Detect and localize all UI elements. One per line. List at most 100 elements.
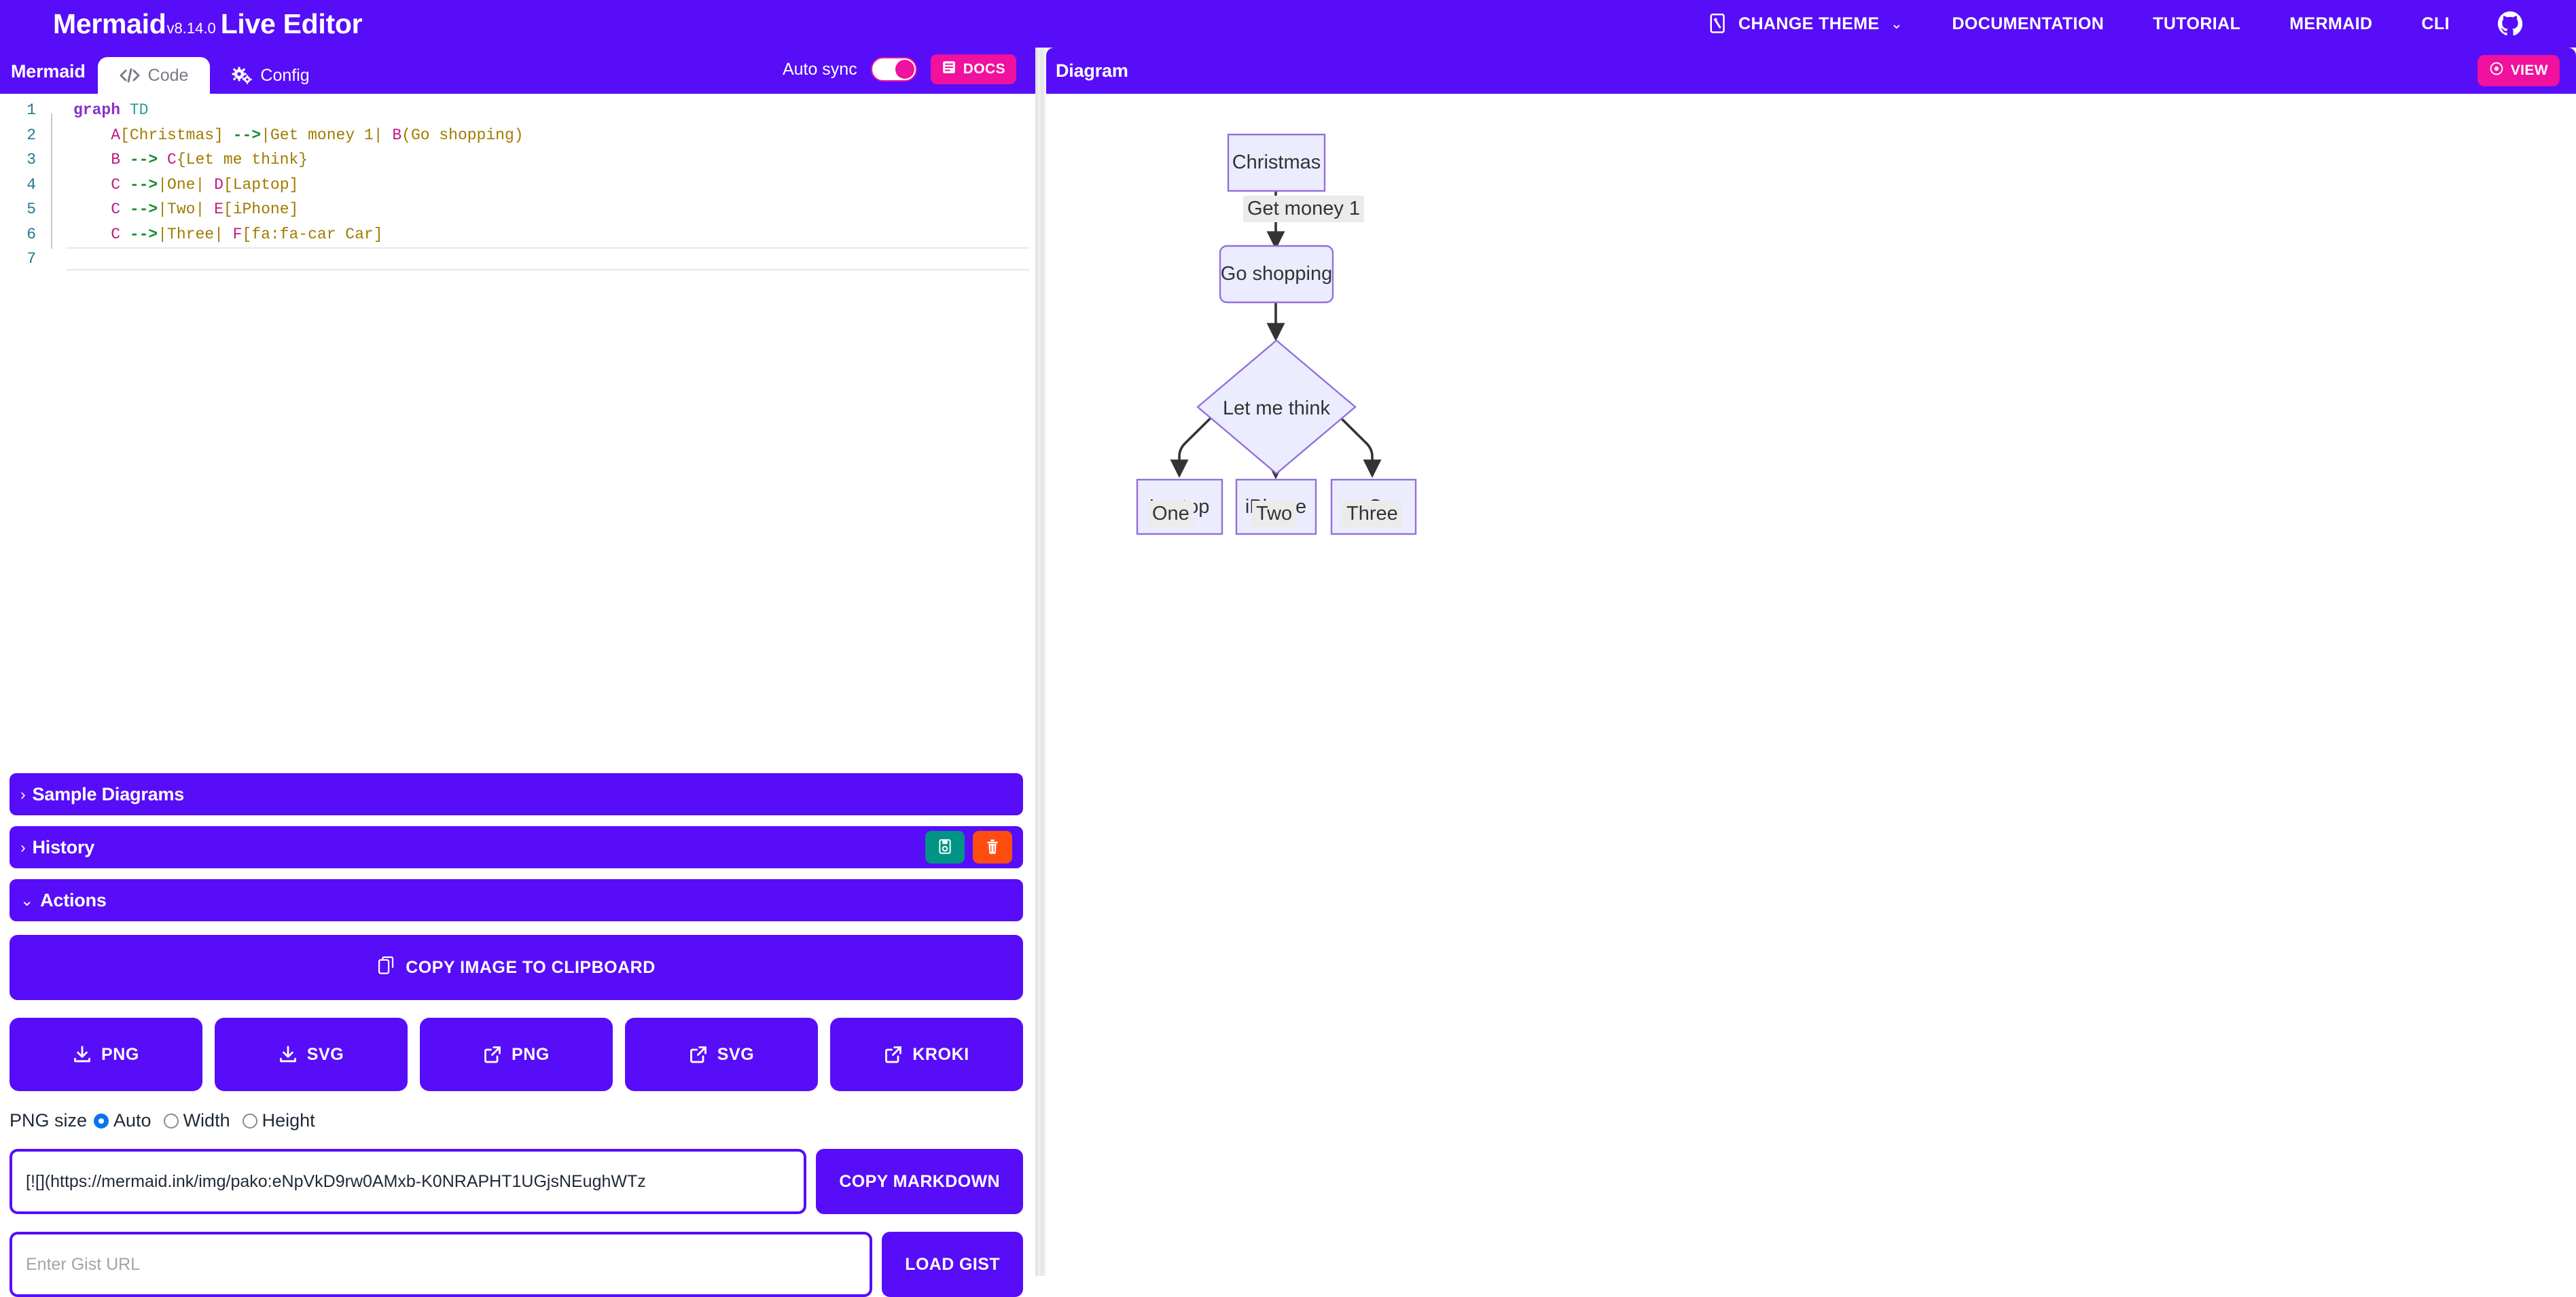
- chevron-right-icon: ›: [20, 838, 26, 856]
- view-button[interactable]: VIEW: [2477, 55, 2560, 86]
- nav-github-link[interactable]: [2474, 11, 2543, 37]
- code-line[interactable]: 7: [0, 247, 1035, 272]
- panel-sample-diagrams[interactable]: › Sample Diagrams: [10, 773, 1023, 815]
- code-line[interactable]: 1 graph TD: [0, 98, 1035, 128]
- code-token: -->: [232, 126, 262, 144]
- markdown-row: COPY MARKDOWN: [10, 1149, 1023, 1214]
- nav-change-theme[interactable]: CHANGE THEME ⌄: [1684, 12, 1927, 35]
- code-token: C: [111, 225, 130, 243]
- chevron-down-icon: ⌄: [1890, 15, 1903, 32]
- flow-node-let-me-think[interactable]: Let me think: [1196, 339, 1357, 475]
- delete-history-button[interactable]: [973, 831, 1012, 864]
- diagram-canvas: Christmas Go shopping Let me think Lapto…: [1046, 94, 2576, 1276]
- png-size-width[interactable]: Width: [163, 1110, 230, 1131]
- panel-actions[interactable]: ⌄ Actions: [10, 879, 1023, 921]
- download-icon: [73, 1045, 92, 1064]
- code-line-text: graph TD: [51, 101, 1035, 128]
- export-svg-link-button[interactable]: SVG: [625, 1018, 818, 1091]
- nav-tutorial-label: TUTORIAL: [2153, 14, 2241, 33]
- export-button-label: KROKI: [912, 1044, 969, 1064]
- chevron-down-icon: ⌄: [20, 891, 34, 909]
- nav-change-theme-label: CHANGE THEME: [1738, 14, 1880, 33]
- auto-sync-label: Auto sync: [782, 59, 857, 79]
- line-number: 1: [26, 101, 36, 120]
- nav-documentation[interactable]: DOCUMENTATION: [1927, 14, 2128, 34]
- png-size-height[interactable]: Height: [242, 1110, 315, 1131]
- code-token: [73, 226, 111, 243]
- docs-button[interactable]: DOCS: [930, 54, 1016, 84]
- theme-icon: [1709, 12, 1729, 35]
- png-size-label: PNG size: [10, 1110, 88, 1131]
- code-token: |Three|: [158, 225, 233, 243]
- code-token: [73, 200, 111, 218]
- brand-name: Mermaid: [53, 7, 166, 39]
- png-size-height-label: Height: [262, 1110, 315, 1131]
- line-number: 2: [26, 126, 36, 144]
- external-link-icon: [483, 1045, 502, 1064]
- tab-code[interactable]: Code: [97, 57, 211, 94]
- png-size-auto-label: Auto: [113, 1110, 151, 1131]
- line-number: 7: [26, 250, 36, 268]
- flow-node-christmas[interactable]: Christmas: [1227, 133, 1326, 192]
- code-line[interactable]: 4 C -->|One| D[Laptop]: [0, 171, 1035, 199]
- code-token: -->: [129, 175, 158, 194]
- flow-node-go-shopping[interactable]: Go shopping: [1219, 245, 1334, 304]
- flow-node-go-shopping-label: Go shopping: [1221, 263, 1332, 285]
- png-size-auto[interactable]: Auto: [94, 1110, 151, 1131]
- edge-c-d: [1170, 385, 1245, 478]
- brand-version: v8.14.0: [166, 19, 216, 37]
- code-line[interactable]: 6 C -->|Three| F[fa:fa-car Car]: [0, 221, 1035, 249]
- diagram-panel: Diagram VIEW: [1046, 48, 2576, 1276]
- export-png-download-button[interactable]: PNG: [10, 1018, 202, 1091]
- copy-markdown-button[interactable]: COPY MARKDOWN: [816, 1149, 1023, 1214]
- editor-panel: Mermaid Code: [0, 48, 1038, 1297]
- code-line[interactable]: 3 B --> C{Let me think}: [0, 147, 1035, 175]
- tab-config-label: Config: [260, 65, 310, 85]
- load-gist-button[interactable]: LOAD GIST: [882, 1232, 1023, 1297]
- chevron-right-icon: ›: [20, 785, 26, 803]
- code-line-text: B --> C{Let me think}: [51, 147, 1035, 175]
- panel-history[interactable]: › History: [10, 826, 1023, 868]
- png-size-width-label: Width: [183, 1110, 230, 1131]
- copy-image-to-clipboard-button[interactable]: COPY IMAGE TO CLIPBOARD: [10, 935, 1023, 1000]
- gist-url-input[interactable]: [10, 1232, 873, 1297]
- export-kroki-link-button[interactable]: KROKI: [830, 1018, 1023, 1091]
- auto-sync-toggle[interactable]: [870, 57, 917, 82]
- nav-tutorial[interactable]: TUTORIAL: [2128, 14, 2265, 34]
- nav-mermaid[interactable]: MERMAID: [2265, 14, 2397, 34]
- line-number: 3: [26, 151, 36, 169]
- save-history-button[interactable]: [925, 831, 965, 864]
- code-line[interactable]: 5 C -->|Two| E[iPhone]: [0, 196, 1035, 224]
- nav-cli[interactable]: CLI: [2397, 14, 2474, 34]
- code-token: |Two|: [158, 200, 215, 219]
- markdown-input[interactable]: [10, 1149, 807, 1214]
- code-token: -->: [129, 151, 158, 169]
- code-line-text: C -->|Three| F[fa:fa-car Car]: [51, 221, 1035, 249]
- code-line-text: C -->|Two| E[iPhone]: [51, 196, 1035, 224]
- export-svg-download-button[interactable]: SVG: [215, 1018, 408, 1091]
- code-token: [73, 126, 111, 144]
- panel-splitter[interactable]: [1038, 48, 1046, 1276]
- download-icon: [279, 1045, 298, 1064]
- sync-controls: Auto sync DOCS: [783, 54, 1035, 94]
- code-token: {Let me think}: [176, 151, 308, 169]
- edge-label-two: Two: [1252, 501, 1297, 527]
- edge-label-get-money: Get money 1: [1243, 196, 1365, 222]
- panel-history-label: History: [32, 836, 95, 857]
- code-token: [Christmas]: [120, 126, 233, 144]
- export-button-label: SVG: [717, 1044, 755, 1064]
- code-token: C: [111, 175, 130, 194]
- line-number: 4: [26, 175, 36, 194]
- line-number: 6: [26, 225, 36, 243]
- tab-config[interactable]: Config: [210, 57, 331, 94]
- external-link-icon: [884, 1045, 903, 1064]
- code-token: (Go shopping): [401, 126, 524, 144]
- code-token: D: [214, 175, 223, 194]
- code-token: B: [111, 151, 130, 169]
- save-icon: [937, 838, 952, 857]
- code-token: graph: [73, 101, 130, 120]
- code-line[interactable]: 2 A[Christmas] -->|Get money 1| B(Go sho…: [0, 122, 1035, 149]
- export-png-link-button[interactable]: PNG: [420, 1018, 613, 1091]
